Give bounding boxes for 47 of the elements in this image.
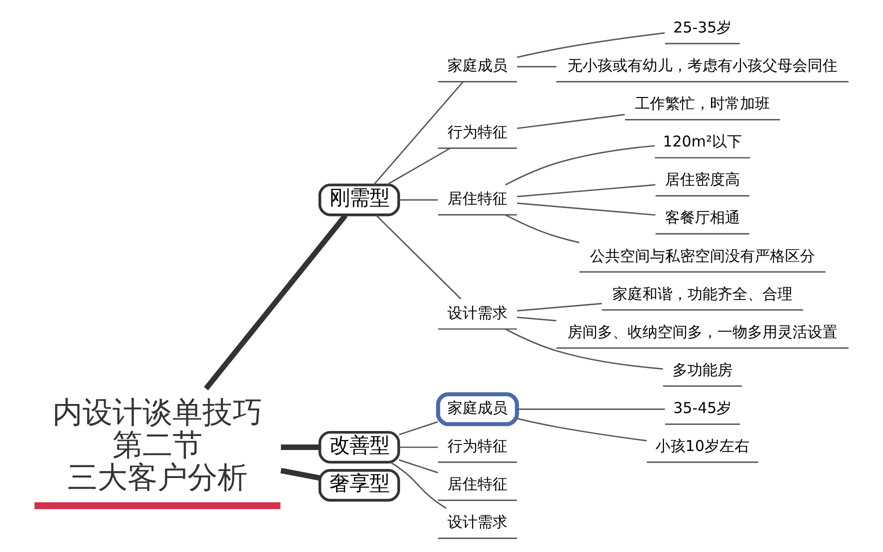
node-box: 改善型 [318, 430, 400, 464]
connector [516, 418, 647, 442]
node-box: 家庭成员 [436, 392, 519, 426]
node-text: 设计需求 [448, 304, 508, 322]
connector [386, 148, 450, 186]
node-text: 多功能房 [672, 360, 732, 379]
node-text: 小孩10岁左右 [655, 437, 750, 456]
node-text: 家庭成员 [448, 56, 508, 74]
node-text: 35-45岁 [673, 399, 732, 417]
node-text: 25-35岁 [673, 18, 732, 36]
node-text: 客餐厅相通 [664, 208, 740, 227]
node-text: 设计需求 [448, 513, 508, 532]
connector [280, 444, 320, 450]
connector [517, 202, 656, 216]
connector [204, 214, 348, 390]
connector [505, 328, 663, 370]
node-text: 工作繁忙，时常加班 [634, 94, 770, 113]
connector [398, 459, 438, 474]
node-text: 行为特征 [448, 123, 508, 142]
connector [398, 421, 438, 436]
connector [399, 446, 438, 448]
node-text: 公共空间与私密空间没有严格区分 [590, 246, 815, 265]
connector [516, 32, 665, 58]
node-text: 居住特征 [448, 190, 508, 208]
connector [517, 184, 656, 198]
node-text: 120m²以下 [662, 132, 742, 151]
node-text: 居住密度高 [664, 170, 740, 189]
connector [280, 468, 320, 481]
node-text: 房间多、收纳空间多，一物多用灵活设置 [567, 322, 838, 341]
connector [517, 408, 665, 410]
connector [390, 462, 447, 509]
node-box: 刚需型 [318, 184, 400, 216]
connector [517, 66, 556, 68]
connector [376, 214, 462, 300]
node-text: 无小孩或有幼儿，考虑有小孩父母会同住 [567, 56, 838, 74]
node-box: 奢享型 [318, 469, 400, 502]
connector [517, 302, 602, 312]
node-text: 居住特征 [448, 475, 508, 494]
node-text: 内设计谈单技巧 第二节 三大客户分析 [52, 396, 262, 494]
connector [517, 114, 625, 130]
connector [505, 145, 655, 186]
connector [505, 214, 580, 244]
node-text: 行为特征 [448, 437, 508, 456]
connector [399, 199, 438, 201]
node-text: 家庭和谐，功能齐全、合理 [612, 284, 792, 303]
connector [517, 316, 556, 322]
connector [373, 81, 464, 186]
